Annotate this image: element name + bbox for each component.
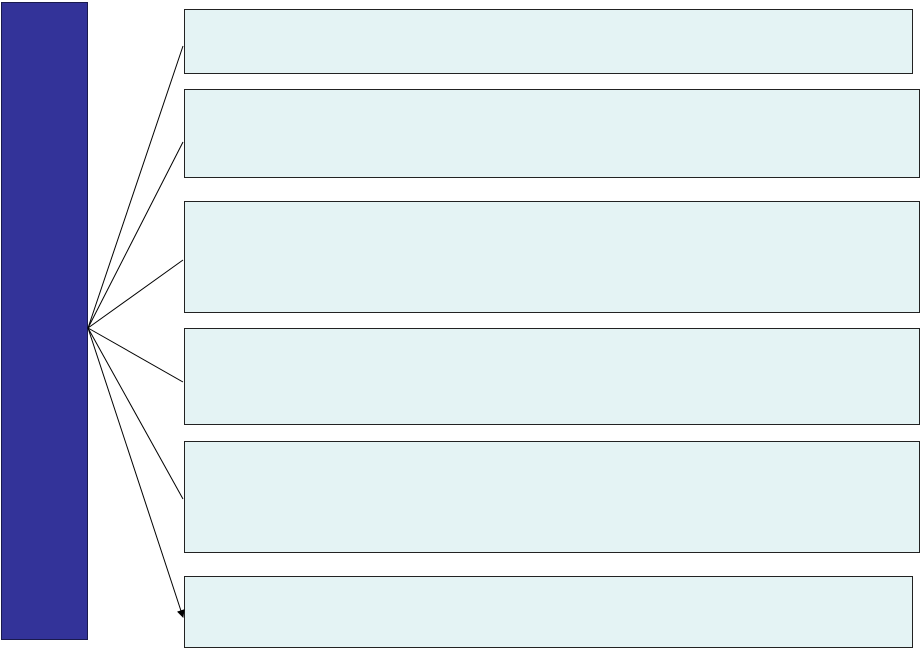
connector-line-5 (87, 327, 184, 500)
branch-box-5 (184, 441, 920, 553)
branch-box-3 (184, 201, 920, 313)
connector-line-1 (87, 45, 184, 329)
branch-box-4 (184, 328, 920, 425)
connector-line-3 (87, 259, 184, 329)
connector-arrow-6 (87, 327, 185, 618)
connector-line-2 (87, 141, 184, 329)
branch-box-2 (184, 89, 920, 178)
branch-box-1 (184, 9, 913, 74)
branch-box-6 (184, 576, 913, 648)
connector-line-4 (87, 327, 184, 383)
root-node-bar (1, 2, 88, 640)
